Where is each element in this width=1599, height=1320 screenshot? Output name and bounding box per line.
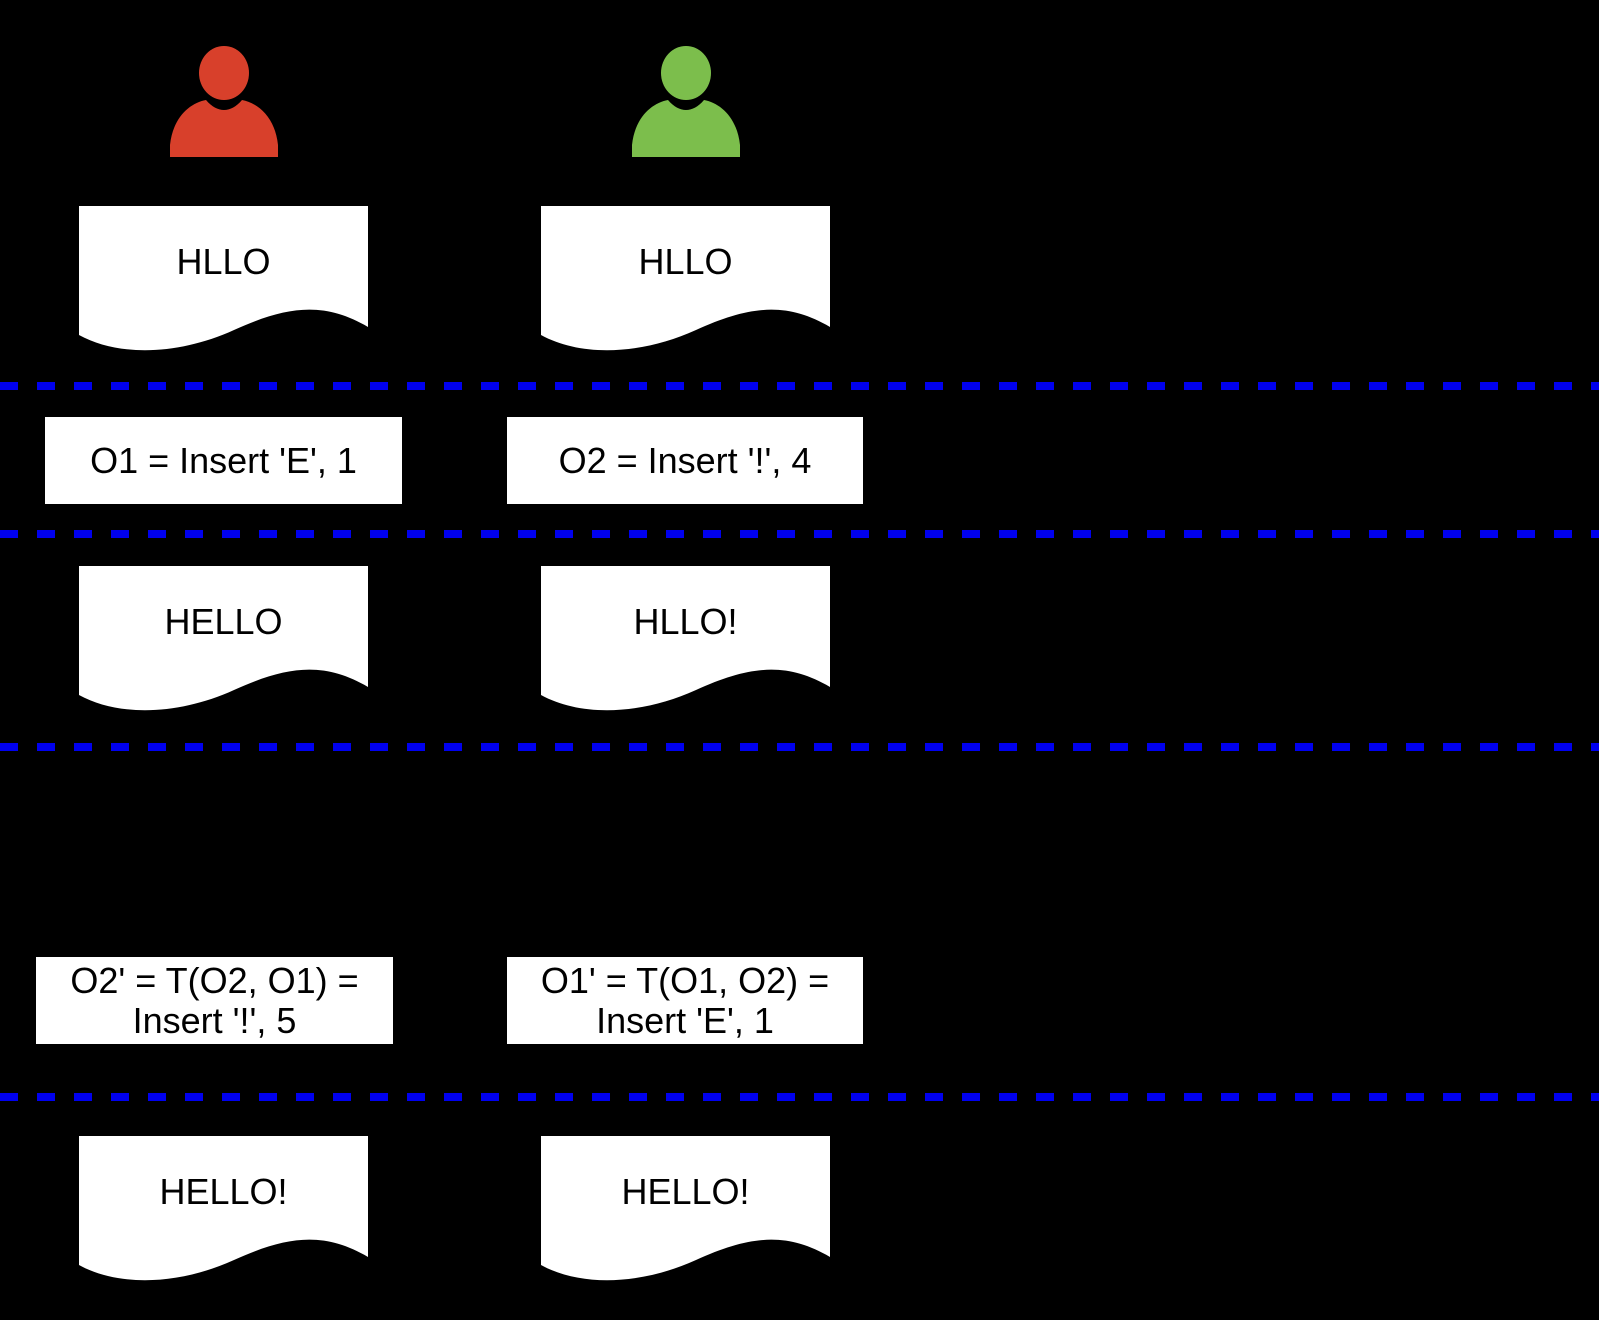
- person-head: [199, 46, 249, 100]
- doc-text: HLLO: [176, 241, 271, 282]
- document-shape: [79, 566, 368, 711]
- person-body: [632, 100, 740, 157]
- dashed-divider-1: [0, 382, 1599, 390]
- transform-text: O1' = T(O1, O2) = Insert 'E', 1: [540, 959, 830, 1041]
- operation-text: O1 = Insert 'E', 1: [90, 439, 357, 481]
- doc-after-op-user2: HLLO!: [541, 566, 830, 718]
- document-shape: [541, 206, 830, 351]
- operation-text: O2 = Insert '!', 4: [558, 439, 812, 481]
- transform-box-user2: O1' = T(O1, O2) = Insert 'E', 1: [507, 957, 863, 1044]
- document-shape: [79, 1136, 368, 1281]
- doc-final-user2: HELLO!: [541, 1136, 830, 1288]
- doc-text: HELLO: [164, 601, 283, 642]
- document-shape: [79, 206, 368, 351]
- transform-text: O2' = T(O2, O1) = Insert '!', 5: [70, 959, 359, 1041]
- doc-text: HELLO!: [159, 1171, 288, 1212]
- person-body: [170, 100, 278, 157]
- document-shape: [541, 1136, 830, 1281]
- doc-text: HLLO!: [633, 601, 738, 642]
- transform-line2: Insert 'E', 1: [596, 999, 774, 1041]
- dashed-divider-4: [0, 1093, 1599, 1101]
- dashed-divider-2: [0, 530, 1599, 538]
- doc-final-user1: HELLO!: [79, 1136, 368, 1288]
- document-shape: [541, 566, 830, 711]
- transform-box-user1: O2' = T(O2, O1) = Insert '!', 5: [36, 957, 393, 1044]
- dashed-divider-3: [0, 743, 1599, 751]
- user2-person-icon: [632, 46, 740, 157]
- user1-person-icon: [170, 46, 278, 157]
- doc-text: HLLO: [638, 241, 733, 282]
- doc-initial-user2: HLLO: [541, 206, 830, 358]
- operation-box-user1: O1 = Insert 'E', 1: [45, 417, 402, 504]
- person-head: [661, 46, 711, 100]
- doc-after-op-user1: HELLO: [79, 566, 368, 718]
- doc-text: HELLO!: [621, 1171, 750, 1212]
- transform-line1: O2' = T(O2, O1) =: [70, 959, 359, 1001]
- operation-box-user2: O2 = Insert '!', 4: [507, 417, 863, 504]
- transform-line1: O1' = T(O1, O2) =: [540, 959, 830, 1001]
- transform-line2: Insert '!', 5: [132, 999, 297, 1041]
- doc-initial-user1: HLLO: [79, 206, 368, 358]
